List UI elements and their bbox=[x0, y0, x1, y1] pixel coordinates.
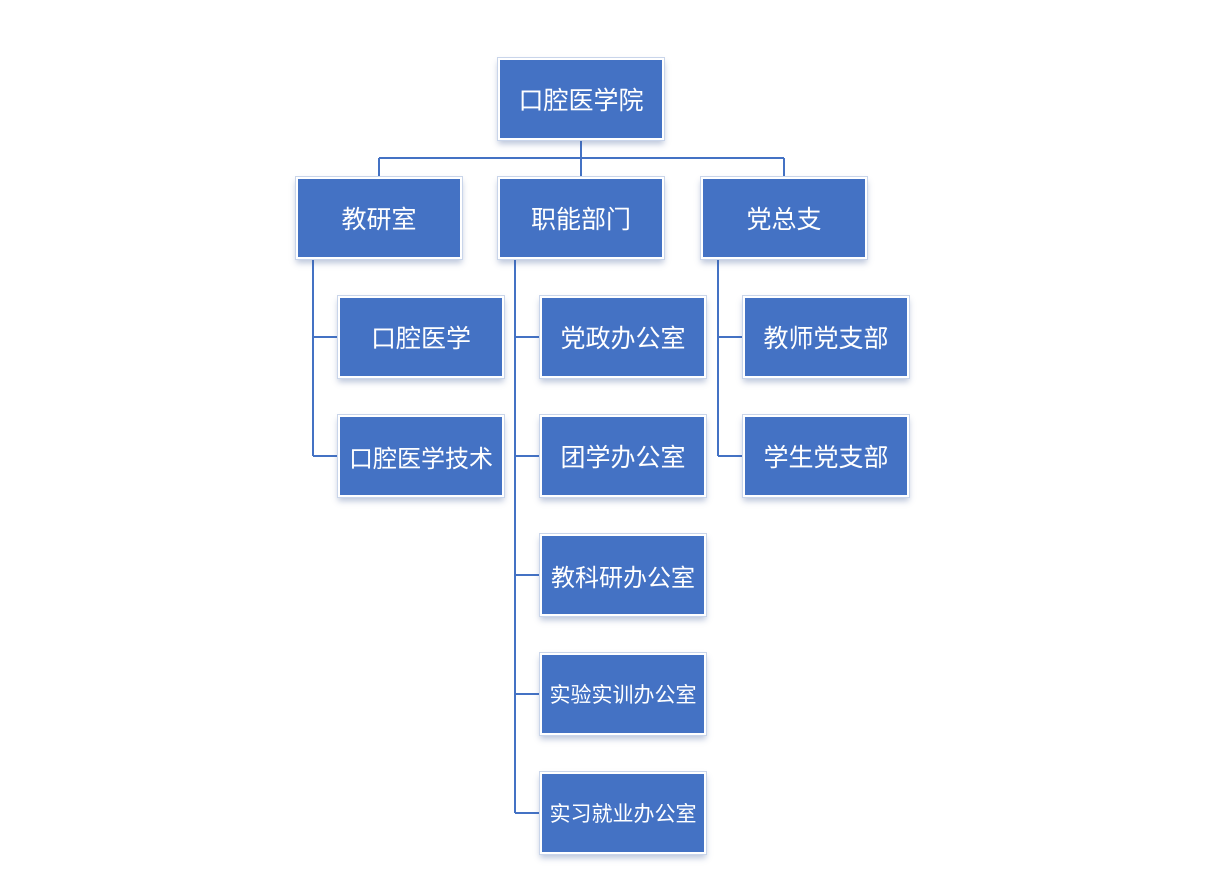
node-party-branch: 党总支 bbox=[700, 176, 868, 260]
node-teaching-research-office: 教科研办公室 bbox=[539, 533, 707, 617]
node-root-label: 口腔医学院 bbox=[518, 86, 644, 115]
node-teacher-party-branch: 教师党支部 bbox=[742, 295, 910, 379]
node-lab-training-office-label: 实验实训办公室 bbox=[549, 683, 697, 707]
node-teaching-research-label: 教研室 bbox=[341, 205, 417, 234]
node-stomatology-technology: 口腔医学技术 bbox=[337, 414, 505, 498]
node-root: 口腔医学院 bbox=[497, 57, 665, 141]
node-stomatology-technology-label: 口腔医学技术 bbox=[349, 444, 493, 473]
node-functional-departments: 职能部门 bbox=[497, 176, 665, 260]
node-youth-league-office: 团学办公室 bbox=[539, 414, 707, 498]
node-stomatology: 口腔医学 bbox=[337, 295, 505, 379]
node-stomatology-label: 口腔医学 bbox=[370, 324, 471, 353]
node-party-branch-label: 党总支 bbox=[746, 205, 822, 234]
node-party-admin-office-label: 党政办公室 bbox=[560, 324, 686, 353]
node-lab-training-office: 实验实训办公室 bbox=[539, 652, 707, 736]
node-functional-departments-label: 职能部门 bbox=[530, 205, 631, 234]
node-teaching-research-office-label: 教科研办公室 bbox=[551, 563, 695, 592]
node-student-party-branch: 学生党支部 bbox=[742, 414, 910, 498]
node-teaching-research: 教研室 bbox=[295, 176, 463, 260]
node-internship-employment-office-label: 实习就业办公室 bbox=[549, 802, 697, 826]
node-internship-employment-office: 实习就业办公室 bbox=[539, 771, 707, 855]
node-student-party-branch-label: 学生党支部 bbox=[763, 443, 889, 472]
node-youth-league-office-label: 团学办公室 bbox=[560, 443, 686, 472]
node-teacher-party-branch-label: 教师党支部 bbox=[763, 324, 889, 353]
node-party-admin-office: 党政办公室 bbox=[539, 295, 707, 379]
